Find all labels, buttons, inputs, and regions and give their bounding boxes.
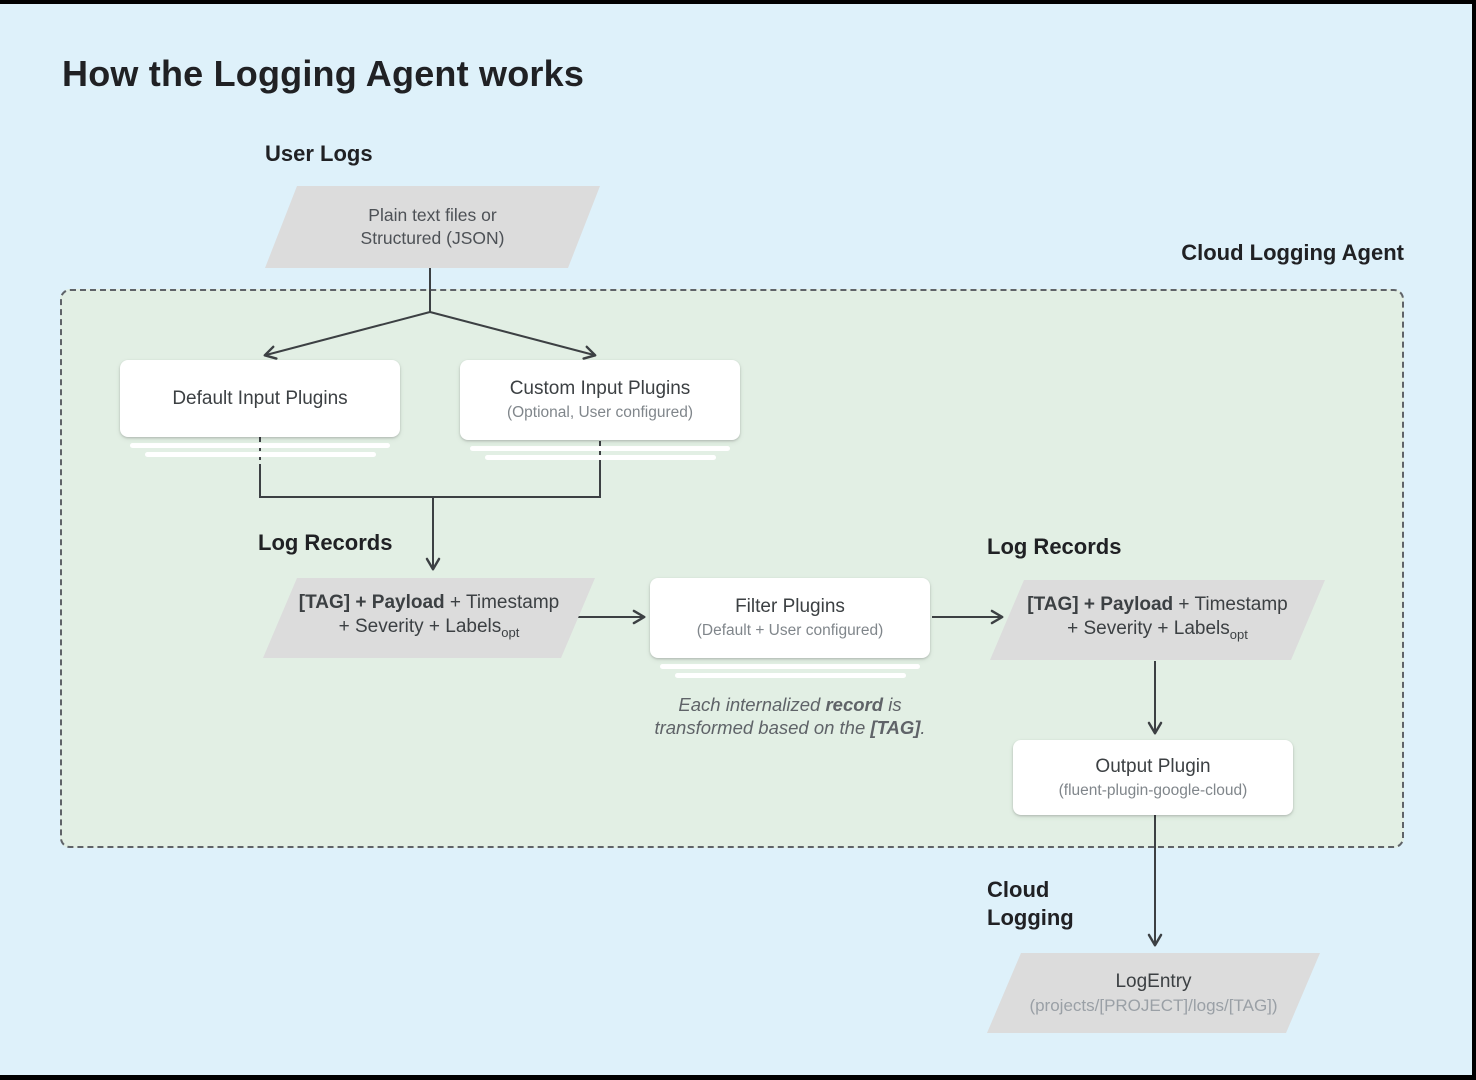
log-entry-title: LogEntry	[1115, 971, 1192, 992]
log-record-left-line2-text: + Severity + Labels	[338, 616, 502, 638]
log-record-right-node: [TAG] + Payload + Timestamp + Severity +…	[990, 580, 1325, 660]
log-records-right-label: Log Records	[987, 534, 1122, 559]
log-record-left-line2-subscript: opt	[501, 624, 520, 640]
log-records-left-label: Log Records	[258, 530, 393, 555]
log-record-left-line1: [TAG] + Payload + Timestamp	[299, 591, 559, 615]
connector-merge-bus	[259, 464, 601, 498]
user-logs-input-line1: Plain text files or	[368, 205, 497, 225]
transform-note-line2-bold: [TAG]	[870, 717, 921, 738]
transform-note-line1-post: is	[883, 694, 902, 715]
log-record-left-line1-bold: [TAG] + Payload	[298, 592, 445, 614]
paper-stack-strip	[130, 443, 390, 448]
log-record-left-node: [TAG] + Payload + Timestamp + Severity +…	[263, 578, 595, 658]
user-logs-label: User Logs	[265, 141, 373, 166]
transform-note-line2: transformed based on the [TAG].	[615, 716, 965, 739]
log-record-left-line1-rest: + Timestamp	[444, 592, 560, 614]
user-logs-input-line2: Structured (JSON)	[360, 228, 505, 248]
user-logs-input-node: Plain text files or Structured (JSON)	[265, 186, 600, 268]
paper-stack-strip	[660, 664, 920, 669]
transform-note: Each internalized record is transformed …	[615, 693, 965, 739]
page-title: How the Logging Agent works	[62, 53, 585, 94]
connector-to-custom-input	[429, 311, 597, 360]
log-record-right-line1-rest: + Timestamp	[1173, 594, 1288, 616]
cloud-logging-agent-label: Cloud Logging Agent	[1181, 240, 1404, 265]
log-record-left-line2: + Severity + Labelsopt	[339, 615, 520, 645]
filter-plugins-node: Filter Plugins (Default + User configure…	[650, 578, 930, 658]
custom-input-plugins-title: Custom Input Plugins	[509, 378, 691, 399]
log-entry-subtitle: (projects/[PROJECT]/logs/[TAG])	[1029, 996, 1278, 1015]
default-input-plugins-node: Default Input Plugins	[120, 360, 400, 437]
transform-note-line2-post: .	[920, 717, 926, 738]
screen-border-right	[1472, 0, 1476, 1080]
transform-note-line1-pre: Each internalized	[678, 694, 826, 715]
screen-border-top	[0, 0, 1476, 4]
paper-stack-strip	[485, 455, 716, 460]
paper-stack-strip	[470, 446, 730, 451]
log-record-right-line1-bold: [TAG] + Payload	[1027, 594, 1174, 616]
paper-stack-strip	[675, 673, 906, 678]
output-plugin-subtitle: (fluent-plugin-google-cloud)	[1058, 781, 1248, 799]
screen-border-bottom	[0, 1075, 1476, 1080]
connector-to-default-input	[263, 311, 431, 360]
transform-note-line1: Each internalized record is	[615, 693, 965, 716]
log-record-right-line1: [TAG] + Payload + Timestamp	[1027, 593, 1287, 617]
custom-input-plugins-node: Custom Input Plugins (Optional, User con…	[460, 360, 740, 440]
log-record-right-line2-text: + Severity + Labels	[1067, 618, 1230, 640]
transform-note-line1-bold: record	[825, 694, 884, 715]
log-record-right-line2: + Severity + Labelsopt	[1067, 617, 1248, 647]
output-plugin-node: Output Plugin (fluent-plugin-google-clou…	[1013, 740, 1293, 815]
log-entry-node: LogEntry (projects/[PROJECT]/logs/[TAG])	[987, 953, 1320, 1033]
default-input-plugins-title: Default Input Plugins	[172, 387, 348, 409]
output-plugin-title: Output Plugin	[1095, 755, 1211, 777]
transform-note-line2-pre: transformed based on the	[654, 717, 871, 738]
custom-input-plugins-subtitle: (Optional, User configured)	[506, 404, 694, 421]
paper-stack-strip	[145, 452, 376, 457]
log-record-right-line2-subscript: opt	[1229, 626, 1248, 642]
cloud-logging-label: Cloud Logging	[987, 877, 1074, 930]
filter-plugins-title: Filter Plugins	[735, 596, 845, 617]
filter-plugins-subtitle: (Default + User configured)	[696, 622, 884, 639]
